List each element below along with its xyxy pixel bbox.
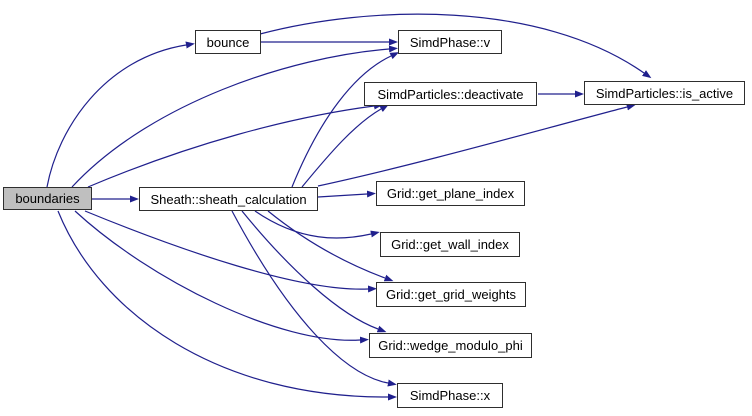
node-simdphase-v-label: SimdPhase::v — [409, 34, 491, 50]
edge-sheath-phase-v — [291, 52, 400, 188]
node-sheath-calculation-label: Sheath::sheath_calculation — [150, 191, 307, 207]
node-deactivate[interactable]: SimdParticles::deactivate — [364, 82, 537, 106]
node-sheath-calculation[interactable]: Sheath::sheath_calculation — [139, 187, 318, 211]
node-is-active[interactable]: SimdParticles::is_active — [584, 81, 745, 105]
edge-sheath-phase-x — [231, 210, 397, 387]
edge-boundaries-grid-weights — [84, 210, 377, 293]
node-wedge-modulo-phi[interactable]: Grid::wedge_modulo_phi — [369, 333, 532, 358]
node-boundaries[interactable]: boundaries — [3, 187, 92, 210]
node-get-grid-weights-label: Grid::get_grid_weights — [385, 287, 517, 302]
node-simdphase-x[interactable]: SimdPhase::x — [397, 383, 503, 408]
edge-boundaries-phase-x — [57, 210, 397, 401]
edge-boundaries-bounce — [46, 41, 195, 188]
node-bounce-label: bounce — [206, 34, 250, 50]
edge-sheath-grid-weights — [267, 210, 394, 282]
edge-boundaries-deactivate — [87, 102, 383, 188]
node-simdphase-v[interactable]: SimdPhase::v — [398, 30, 502, 54]
edge-boundaries-phase-v — [71, 45, 398, 188]
node-is-active-label: SimdParticles::is_active — [595, 85, 734, 101]
node-get-wall-index[interactable]: Grid::get_wall_index — [380, 232, 520, 257]
edge-bounce-is-active — [259, 13, 652, 79]
node-wedge-modulo-phi-label: Grid::wedge_modulo_phi — [378, 338, 523, 353]
node-get-plane-index-label: Grid::get_plane_index — [386, 186, 515, 201]
node-get-plane-index[interactable]: Grid::get_plane_index — [376, 181, 525, 206]
edge-sheath-wedge-modulo — [241, 210, 387, 333]
edge-boundaries-wedge-modulo — [74, 210, 369, 344]
node-simdphase-x-label: SimdPhase::x — [409, 388, 491, 403]
node-deactivate-label: SimdParticles::deactivate — [377, 86, 524, 102]
node-boundaries-label: boundaries — [15, 191, 80, 206]
node-get-wall-index-label: Grid::get_wall_index — [391, 237, 509, 252]
edge-sheath-is-active — [317, 103, 636, 187]
edge-sheath-wall-index — [254, 210, 380, 239]
node-get-grid-weights[interactable]: Grid::get_grid_weights — [376, 282, 526, 307]
edge-sheath-plane-index — [317, 190, 376, 198]
node-bounce[interactable]: bounce — [195, 30, 261, 54]
edge-sheath-deactivate — [301, 104, 389, 188]
